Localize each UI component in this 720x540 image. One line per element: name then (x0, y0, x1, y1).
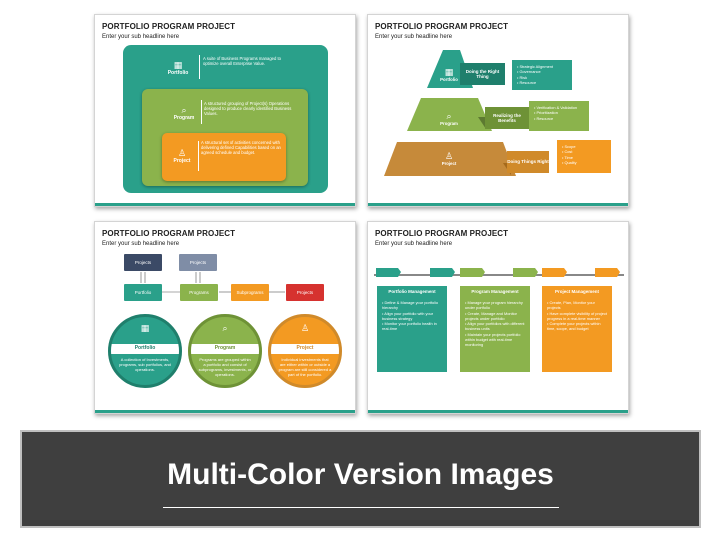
slide-subtitle: Enter your sub headline here (375, 241, 453, 247)
slide-thumbnail-columns[interactable]: PORTFOLIO PROGRAM PROJECT Enter your sub… (367, 221, 629, 414)
multi-color-banner: Multi-Color Version Images (20, 430, 701, 528)
project-circle-label: Project (296, 345, 314, 351)
tab (513, 268, 538, 277)
presenter-icon: ♙ (177, 148, 187, 158)
slide-thumbnail-nested[interactable]: PORTFOLIO PROGRAM PROJECT Enter your sub… (94, 14, 356, 207)
program-management-column: Program Management Manage your program h… (460, 286, 530, 372)
program-label: Program (173, 115, 195, 121)
portfolio-label: Portfolio (167, 70, 189, 76)
column-title: Project Management (554, 289, 599, 294)
calculator-icon: ▦ (444, 66, 454, 77)
portfolio-circle: ▦ Portfolio A collection of Investments,… (108, 314, 182, 388)
portfolio-circle-label: Portfolio (134, 345, 156, 351)
column-title: Portfolio Management (388, 289, 436, 294)
portfolio-management-column: Portfolio Management Define & Manage you… (377, 286, 447, 372)
portfolio-tier-label: ▦ Portfolio (440, 66, 458, 82)
flow-box-portfolio: Portfolio (124, 284, 162, 301)
banner-title: Multi-Color Version Images (167, 458, 554, 491)
slide-thumbnail-pyramid[interactable]: PORTFOLIO PROGRAM PROJECT Enter your sub… (367, 14, 629, 207)
column-title: Program Management (471, 289, 519, 294)
pyramid-shapes (384, 50, 516, 176)
presenter-icon: ♙ (444, 150, 454, 161)
pyramid-tier-program (407, 98, 492, 131)
column-tabs (376, 268, 620, 277)
tab (460, 268, 485, 277)
project-ribbon: Doing Things Right (507, 151, 549, 173)
project-label-group: ♙ Project (167, 142, 197, 170)
program-circle-text: Programs are grouped within a portfolio … (198, 357, 252, 377)
project-bullet-list: Scope Cost Time Quality (557, 140, 611, 173)
tab (376, 268, 401, 277)
calculator-icon: ▦ (140, 323, 150, 333)
flow-box-subprograms: Subprograms (231, 284, 269, 301)
project-circle: ♙ Project Individual investments that ar… (268, 314, 342, 388)
ribbon-fold (478, 117, 486, 129)
project-description: A structural set of activities concerned… (201, 140, 281, 156)
slide-title: PORTFOLIO PROGRAM PROJECT (102, 22, 236, 31)
program-label-group: ⌕ Program (167, 99, 201, 127)
program-circle: ⌕ Program Programs are grouped within a … (188, 314, 262, 388)
slide-subtitle: Enter your sub headline here (102, 34, 180, 40)
analysis-icon: ⌕ (222, 323, 228, 333)
slide-thumbnail-circles[interactable]: PORTFOLIO PROGRAM PROJECT Enter your sub… (94, 221, 356, 414)
flow-box-projects-top-left: Projects (124, 254, 162, 271)
analysis-icon: ⌕ (181, 105, 187, 115)
portfolio-bullet-list: Strategic Alignment Governance Risk Reso… (512, 60, 572, 90)
program-circle-label: Program (214, 345, 236, 351)
project-panel (162, 133, 286, 181)
slide-subtitle: Enter your sub headline here (375, 34, 453, 40)
flow-box-programs: Programs (180, 284, 218, 301)
banner-underline (163, 507, 559, 508)
project-tier-label: ♙ Project (441, 150, 457, 166)
timeline-bar (374, 274, 624, 276)
portfolio-label-group: ▦ Portfolio (161, 53, 195, 83)
slide-subtitle: Enter your sub headline here (102, 241, 180, 247)
tab (542, 268, 567, 277)
portfolio-ribbon: Doing the Right Thing (460, 63, 505, 85)
project-label: Project (173, 158, 191, 164)
slide-title: PORTFOLIO PROGRAM PROJECT (102, 229, 236, 238)
portfolio-circle-text: A collection of Investments, programs, s… (119, 357, 171, 372)
project-management-column: Project Management Create, Plan, Monitor… (542, 286, 612, 372)
program-tier-label: ⌕ Program (440, 110, 458, 126)
program-ribbon: Realizing the Benefits (485, 107, 529, 129)
slide-title: PORTFOLIO PROGRAM PROJECT (375, 229, 509, 238)
program-bullet-list: Verification & Validation Prioritization… (529, 101, 589, 131)
program-description: A structured grouping of Project(s) Oper… (204, 101, 292, 117)
presenter-icon: ♙ (300, 323, 310, 333)
flow-box-projects-right: Projects (286, 284, 324, 301)
flow-connectors (140, 272, 285, 293)
calculator-icon: ▦ (173, 60, 183, 70)
project-circle-text: Individual investments that are either w… (278, 357, 332, 377)
analysis-icon: ⌕ (446, 110, 452, 121)
flow-box-projects-top-right: Projects (179, 254, 217, 271)
tab (430, 268, 455, 277)
pyramid-tier-project (384, 142, 516, 176)
portfolio-description: A suite of Business Programs managed to … (203, 56, 281, 67)
divider (199, 55, 203, 79)
tab (595, 268, 620, 277)
divider (198, 141, 202, 171)
slide-title: PORTFOLIO PROGRAM PROJECT (375, 22, 509, 31)
divider (201, 100, 205, 124)
